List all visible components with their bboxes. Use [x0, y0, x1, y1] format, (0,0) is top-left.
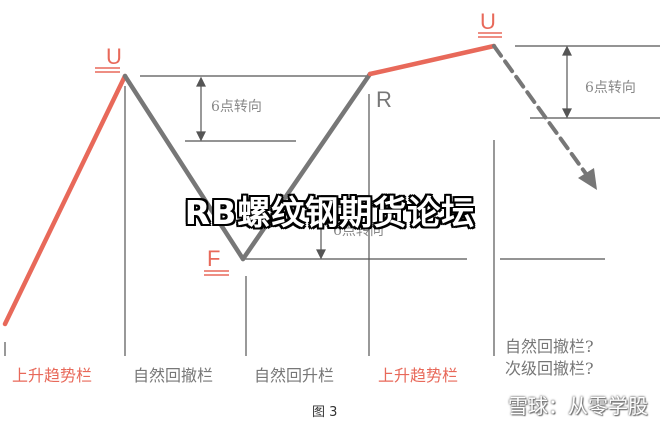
reference-lines	[140, 45, 660, 260]
retracement-leg	[122, 73, 246, 262]
column-separators	[4, 86, 495, 356]
measure-arrows	[196, 45, 572, 260]
annotation-turn-1: 6点转向	[211, 99, 262, 115]
watermark: 雪球：从零学股	[508, 394, 648, 418]
uptrend-leg-1	[2, 73, 128, 327]
column-labels: 上升趋势栏 自然回撤栏 自然回升栏 上升趋势栏 自然回撤栏? 次级回撤栏?	[12, 337, 594, 385]
annotation-turn-3: 6点转向	[585, 80, 636, 96]
annotations: 6点转向 6点转向 6点转向	[211, 80, 636, 239]
marker-f: F	[207, 246, 220, 271]
figure-caption: 图 3	[312, 405, 337, 420]
column-label-secondary-reaction-q: 次级回撤栏?	[505, 359, 594, 378]
markers: U U F R	[95, 9, 502, 276]
arrowhead-icon	[578, 168, 597, 190]
price-path	[2, 43, 597, 327]
column-label-natural-reaction-q: 自然回撤栏?	[505, 337, 594, 356]
marker-u1: U	[106, 44, 122, 69]
column-label-uptrend-2: 上升趋势栏	[378, 366, 458, 385]
column-label-natural-reaction: 自然回撤栏	[133, 366, 213, 385]
column-label-uptrend-1: 上升趋势栏	[12, 366, 92, 385]
projected-reaction	[492, 44, 591, 180]
uptrend-leg-2	[367, 43, 497, 77]
marker-u2: U	[480, 9, 496, 34]
annotation-turn-2: 6点转向	[333, 223, 384, 239]
marker-r: R	[376, 87, 392, 112]
overlay-title: RB螺纹钢期货论坛	[184, 193, 476, 232]
rally-leg	[240, 71, 373, 262]
column-label-natural-rally: 自然回升栏	[254, 366, 334, 385]
